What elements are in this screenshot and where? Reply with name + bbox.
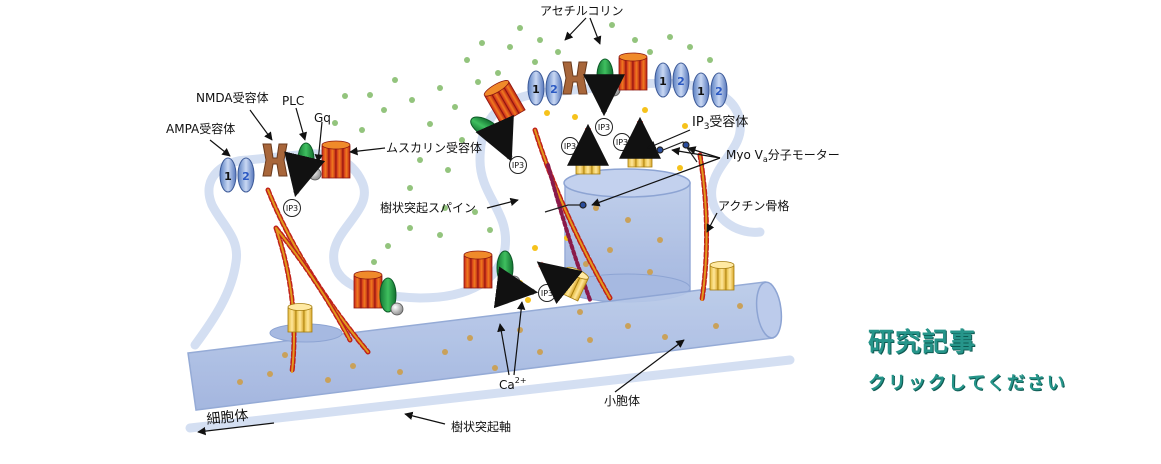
ip3-label: IP3 [541, 289, 553, 298]
label-myosin: Myo Va分子モーター [726, 148, 840, 164]
label-cell-body: 細胞体 [206, 408, 249, 428]
label-ampa: AMPA受容体 [166, 121, 235, 136]
muscarinic-receptor-bottom [353, 270, 383, 309]
label-plc: PLC [282, 94, 304, 108]
label-ip3-receptor: IP3受容体 [692, 114, 748, 132]
ip3-label: IP3 [598, 123, 610, 132]
ip3-receptor-shaft-left [287, 303, 313, 333]
ip3-receptor-shaft-right [709, 261, 735, 291]
membrane-outline [190, 78, 765, 350]
label-spine: 樹状突起スパイン [380, 200, 476, 215]
label-pointers [197, 17, 721, 436]
label-acetylcholine: アセチルコリン [540, 4, 624, 18]
label-gq: Gq [314, 111, 331, 125]
plc-gq-right [596, 58, 621, 97]
acetylcholine-dots [332, 22, 713, 265]
muscarinic-receptor-left [321, 140, 351, 179]
ip3-receptor-er-1 [575, 145, 601, 175]
cta-title[interactable]: 研究記事 [868, 328, 977, 358]
ip3-receptor-er-2 [627, 138, 653, 168]
label-calcium: Ca2+ [499, 376, 527, 392]
plc-gq-lower [496, 250, 521, 289]
label-actin: アクチン骨格 [718, 198, 789, 213]
nmda-receptor-left [262, 143, 288, 177]
muscarinic-receptor-lower [463, 250, 493, 289]
label-nmda: NMDA受容体 [196, 90, 269, 105]
dendrite-shaft-tube [187, 281, 783, 411]
ip3-label: IP3 [564, 142, 576, 151]
label-muscarinic: ムスカリン受容体 [386, 140, 482, 155]
ip3-label: IP3 [286, 204, 298, 213]
muscarinic-receptor-right [618, 52, 648, 91]
research-article-link[interactable]: 研究記事 クリックしてください [868, 322, 1138, 395]
ip3-label: IP3 [616, 138, 628, 147]
dendrite-lower-edge [185, 355, 795, 433]
ip3-label: IP3 [512, 161, 524, 170]
label-dendrite-shaft: 樹状突起軸 [451, 419, 511, 434]
diagram-labels: アセチルコリン NMDA受容体 PLC Gq AMPA受容体 ムスカリン受容体 … [166, 4, 840, 434]
cta-subtitle[interactable]: クリックしてください [868, 373, 1067, 394]
tan-dots [237, 205, 743, 385]
label-er: 小胞体 [604, 394, 640, 408]
